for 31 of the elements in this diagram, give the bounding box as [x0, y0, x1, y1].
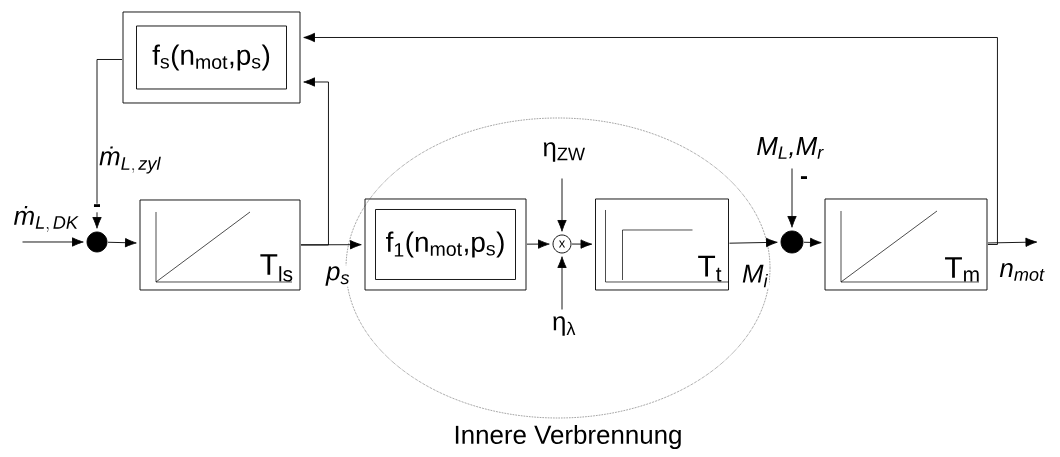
region-label: Innere Verbrennung [455, 424, 681, 450]
arrow [300, 77, 329, 246]
arrow [787, 168, 797, 228]
signal-label: η$_{ZW}$ [541, 141, 587, 163]
arrow [303, 32, 998, 245]
summing-junction [86, 231, 108, 253]
signal-label: p$_{s}$ [325, 265, 351, 287]
signal-label: $\textit{ṁ}_{\mathit{L,\,DK}}$ [12, 204, 80, 233]
arrow [92, 59, 123, 229]
arrow [526, 239, 550, 249]
arrow [729, 237, 778, 248]
block-box: T$_{t}$ [595, 198, 729, 291]
arrow [803, 237, 822, 248]
signal-label: M$_{i}$ [740, 263, 770, 289]
arrow [557, 256, 567, 310]
arrow [22, 237, 84, 247]
arrow [987, 237, 1038, 247]
block-box: T$_{m}$ [824, 198, 988, 291]
signal-label: M$_{L}$,M$_{r}$ [755, 136, 825, 160]
signal-label: $\textit{ṁ}_{\mathit{L,\,zyl}}$ [98, 145, 162, 175]
minus-sign: - [92, 203, 102, 213]
summing-junction [780, 230, 804, 254]
signal-label: η$_{λ}$ [551, 315, 577, 337]
block-box: T$_{ls}$ [139, 199, 301, 291]
arrow [571, 239, 593, 249]
arrow [107, 238, 137, 248]
block-box: f$_{1}$(n$_{mot}$,p$_{s}$) [364, 198, 527, 291]
block-box: f$_{s}$(n$_{mot}$,p$_{s}$) [122, 11, 301, 104]
arrow [557, 178, 567, 232]
signal-label: n$_{mot}$ [998, 262, 1046, 282]
minus-sign: - [799, 175, 809, 185]
